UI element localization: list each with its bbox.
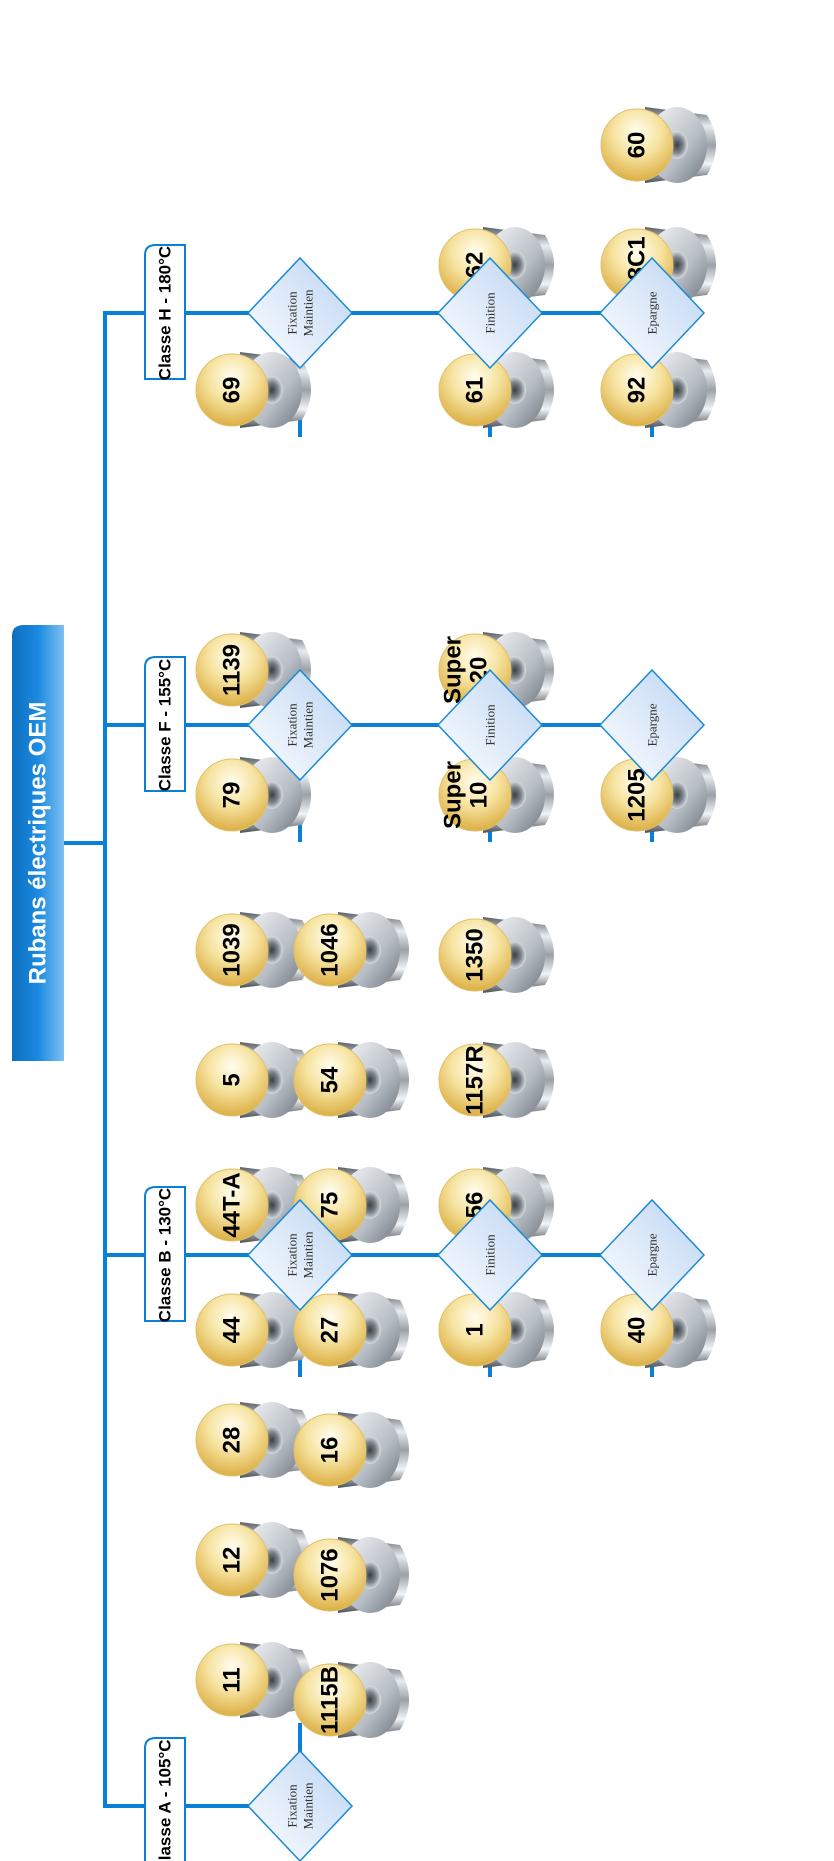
tape-code: 12 <box>219 1547 246 1574</box>
tape-code: 27 <box>317 1317 344 1344</box>
tape-code: 1039 <box>219 923 246 976</box>
tape-code: 44T-A <box>219 1172 246 1237</box>
category-label: Maintien <box>301 701 316 748</box>
tape-code: 40 <box>624 1317 651 1344</box>
tape-roll: 1076 <box>293 1537 409 1613</box>
tape-code: 1115B <box>317 1666 344 1734</box>
category-diamond: Epargne <box>598 668 706 782</box>
tape-code: 1139 <box>219 644 246 696</box>
tape-code: 11 <box>219 1667 246 1692</box>
tape-roll: 1046 <box>293 912 409 988</box>
tape-roll: 75 <box>293 1167 409 1243</box>
category-label: Finition <box>483 704 498 746</box>
tape-code: 92 <box>624 377 651 404</box>
tape-roll: 1039 <box>195 912 311 988</box>
diagram-title: Rubans électriques OEM <box>25 702 52 985</box>
category-label: Maintien <box>301 289 316 336</box>
tape-code: 1157R <box>462 1045 489 1114</box>
tape-code: 44 <box>219 1316 246 1343</box>
tape-roll: 92 <box>600 352 716 428</box>
category-label: Epargne <box>645 1233 660 1276</box>
category-label: Fixation <box>285 1784 300 1828</box>
tape-code: 1046 <box>317 923 344 976</box>
class-label: Classe H - 180°C <box>156 246 175 380</box>
tape-code: 1 <box>462 1323 489 1336</box>
tape-code: 1076 <box>317 1548 344 1601</box>
tape-roll: 44 <box>195 1292 311 1368</box>
tape-roll: 1157R <box>438 1042 554 1118</box>
tape-code: 79 <box>219 782 246 809</box>
class-label: Classe A - 105°C <box>156 1739 175 1861</box>
tape-roll: 69 <box>195 352 311 428</box>
tape-code: Super <box>440 761 467 829</box>
tape-code: 61 <box>462 377 489 404</box>
tape-code: 28 <box>219 1427 246 1454</box>
category-label: Fixation <box>285 1233 300 1277</box>
category-label: Fixation <box>285 703 300 747</box>
tape-roll: 12 <box>195 1522 311 1598</box>
tape-roll: 11 <box>195 1642 311 1718</box>
category-diamond: Epargne <box>598 1198 706 1312</box>
category-label: Finition <box>483 292 498 334</box>
tape-roll: 1115B <box>293 1662 409 1738</box>
category-label: Finition <box>483 1234 498 1276</box>
tape-roll: 1350 <box>438 917 554 993</box>
class-label-box: Classe A - 105°C <box>144 1737 186 1861</box>
category-diamond: Epargne <box>598 256 706 370</box>
tape-code: 1350 <box>462 928 489 981</box>
class-label-box: Classe B - 130°C <box>144 1186 186 1322</box>
title-pill: Rubans électriques OEM <box>12 625 64 1061</box>
class-label: Classe F - 155°C <box>156 659 175 791</box>
tape-roll: 27 <box>293 1292 409 1368</box>
class-label-box: Classe H - 180°C <box>144 244 186 380</box>
tape-roll: 79 <box>195 757 311 833</box>
tape-code: 10 <box>466 782 493 809</box>
tape-roll: 60 <box>600 107 716 183</box>
tape-code: 5 <box>219 1073 246 1086</box>
category-label: Maintien <box>301 1782 316 1829</box>
tape-roll: 54 <box>293 1042 409 1118</box>
category-label: Fixation <box>285 291 300 335</box>
tape-code: 16 <box>317 1437 344 1464</box>
category-label: Epargne <box>645 703 660 746</box>
class-label-box: Classe F - 155°C <box>144 656 186 792</box>
tape-code: 60 <box>624 132 651 159</box>
category-label: Maintien <box>301 1231 316 1278</box>
category-diamond: Finition <box>436 1198 544 1312</box>
tape-roll: 28 <box>195 1402 311 1478</box>
tape-roll: 61 <box>438 352 554 428</box>
category-label: Epargne <box>645 291 660 334</box>
tape-code: Super <box>440 636 467 704</box>
tape-code: 75 <box>317 1192 344 1219</box>
tape-roll: 5 <box>195 1042 311 1118</box>
tape-code: 54 <box>317 1066 344 1093</box>
tape-roll: 16 <box>293 1412 409 1488</box>
category-diamond: Finition <box>436 668 544 782</box>
tape-code: 69 <box>219 377 246 404</box>
tape-roll: 1 <box>438 1292 554 1368</box>
class-label: Classe B - 130°C <box>156 1188 175 1322</box>
tape-roll: 40 <box>600 1292 716 1368</box>
tape-code: 1205 <box>624 768 651 821</box>
category-diamond: Finition <box>436 256 544 370</box>
